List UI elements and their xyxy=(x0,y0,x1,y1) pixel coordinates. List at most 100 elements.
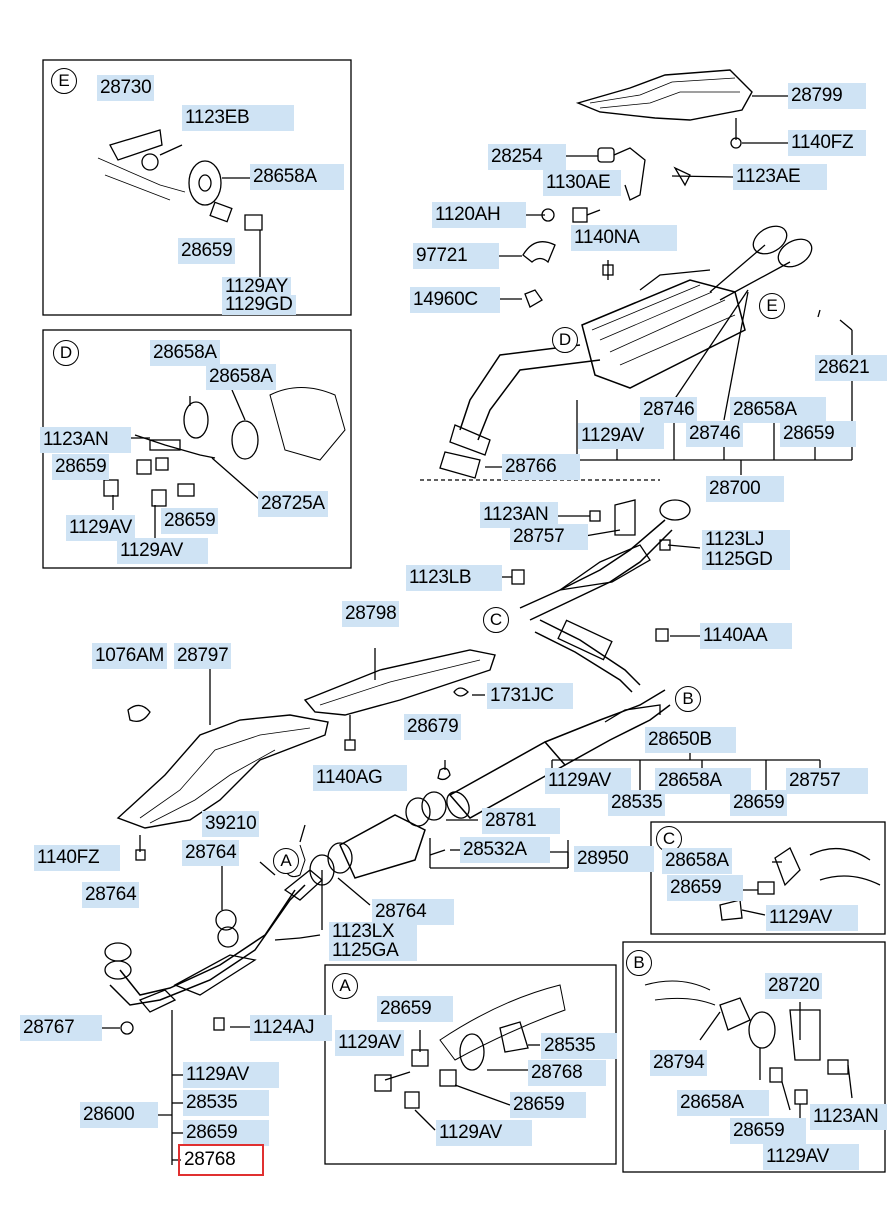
part-label[interactable]: 1129AV xyxy=(183,1062,279,1088)
catalytic-converter xyxy=(339,814,426,879)
part-label[interactable]: 97721 xyxy=(413,243,499,269)
section-marker-a: A xyxy=(332,973,358,999)
part-label[interactable]: 28658A xyxy=(655,768,751,794)
part-label[interactable]: 28535 xyxy=(183,1090,269,1116)
section-marker-c-main: C xyxy=(483,607,509,633)
part-label[interactable]: 28950 xyxy=(574,846,654,872)
part-label[interactable]: 1123LB xyxy=(406,565,502,591)
part-label[interactable]: 28658A xyxy=(150,340,220,366)
part-label[interactable]: 1129AY xyxy=(222,277,291,297)
part-label[interactable]: 28767 xyxy=(20,1015,102,1041)
part-label[interactable]: 28798 xyxy=(342,601,400,627)
part-label[interactable]: 28659 xyxy=(510,1092,586,1118)
part-label[interactable]: 1123AN xyxy=(40,427,131,453)
part-label[interactable]: 1123AN xyxy=(480,502,558,528)
section-marker-b: B xyxy=(626,950,652,976)
part-label[interactable]: 28766 xyxy=(502,454,580,480)
part-label[interactable]: 28659 xyxy=(183,1120,269,1146)
part-label[interactable]: 1140FZ xyxy=(34,845,120,871)
part-label[interactable]: 28764 xyxy=(82,882,140,908)
part-label[interactable]: 28532A xyxy=(460,837,550,863)
section-marker-e: E xyxy=(51,68,77,94)
part-label[interactable]: 1129AV xyxy=(545,768,631,794)
part-label[interactable]: 1129GD xyxy=(222,295,296,315)
heat-shield-28798 xyxy=(303,649,496,716)
part-label[interactable]: 14960C xyxy=(410,287,500,313)
part-label[interactable]: 1130AE xyxy=(543,170,621,196)
part-label[interactable]: 28659 xyxy=(667,875,743,901)
part-label[interactable]: 28254 xyxy=(488,144,566,170)
part-label[interactable]: 1129AV xyxy=(578,423,664,449)
part-label[interactable]: 1129AV xyxy=(117,538,208,564)
part-label[interactable]: 28746 xyxy=(686,421,744,447)
part-label[interactable]: 28768 xyxy=(528,1060,606,1086)
part-label[interactable]: 28746 xyxy=(640,397,698,423)
part-label[interactable]: 28797 xyxy=(174,643,232,669)
part-label[interactable]: 28659 xyxy=(161,508,219,534)
part-label[interactable]: 1123AN xyxy=(810,1104,887,1130)
part-label[interactable]: 28535 xyxy=(608,790,666,816)
part-label[interactable]: 28781 xyxy=(482,808,560,834)
part-label[interactable]: 39210 xyxy=(202,811,260,837)
part-label[interactable]: 28535 xyxy=(541,1033,617,1059)
part-label[interactable]: 28725A xyxy=(258,491,328,517)
heat-shield-28797 xyxy=(116,714,329,829)
detail-box-e xyxy=(42,59,352,316)
section-marker-b-main: B xyxy=(675,686,701,712)
part-label[interactable]: 28658A xyxy=(730,397,826,423)
part-label[interactable]: 1140NA xyxy=(571,225,677,251)
part-label[interactable]: 28658A xyxy=(250,164,344,190)
part-label[interactable]: 1129AV xyxy=(66,515,135,541)
heat-shield-28799 xyxy=(575,69,753,121)
part-label[interactable]: 1140AG xyxy=(313,765,407,791)
part-label[interactable]: 28659 xyxy=(780,421,856,447)
front-pipe xyxy=(109,884,306,1006)
part-label[interactable]: 28799 xyxy=(788,83,866,109)
part-label[interactable]: 1129AV xyxy=(436,1120,532,1146)
part-label[interactable]: 28650B xyxy=(645,727,736,753)
part-label[interactable]: 1120AH xyxy=(432,202,526,228)
part-label[interactable]: 1129AV xyxy=(763,1144,859,1170)
part-label[interactable]: 1124AJ xyxy=(250,1015,332,1041)
part-label[interactable]: 1123AE xyxy=(733,164,827,190)
part-label[interactable]: 28658A xyxy=(662,848,732,874)
part-label[interactable]: 28764 xyxy=(182,840,240,866)
part-label[interactable]: 28679 xyxy=(404,714,462,740)
part-label[interactable]: 28658A xyxy=(677,1090,769,1116)
part-label[interactable]: 28659 xyxy=(52,454,110,480)
part-label[interactable]: 1123EB xyxy=(182,105,294,131)
part-label[interactable]: 1129AV xyxy=(335,1030,404,1056)
part-label[interactable]: 1125GD xyxy=(702,550,790,570)
part-label[interactable]: 28757 xyxy=(786,768,868,794)
part-label[interactable]: 28730 xyxy=(97,75,155,101)
center-pipe xyxy=(519,519,666,609)
part-label[interactable]: 1140AA xyxy=(700,623,792,649)
part-label[interactable]: 28659 xyxy=(730,790,788,816)
part-label[interactable]: 28700 xyxy=(706,476,784,502)
part-label[interactable]: 28600 xyxy=(80,1102,158,1128)
detail-box-a xyxy=(324,964,617,1165)
part-label[interactable]: 28764 xyxy=(372,899,454,925)
part-label[interactable]: 28720 xyxy=(765,973,823,999)
part-label[interactable]: 1125GA xyxy=(329,941,417,961)
section-marker-d: D xyxy=(53,340,79,366)
part-label[interactable]: 1123LX xyxy=(329,922,417,942)
section-marker-d-main: D xyxy=(552,327,578,353)
part-label[interactable]: 1129AV xyxy=(766,905,858,931)
part-label-highlighted[interactable]: 28768 xyxy=(178,1144,264,1176)
part-label[interactable]: 28659 xyxy=(178,238,236,264)
section-marker-c: C xyxy=(656,826,682,852)
part-label[interactable]: 28658A xyxy=(206,364,276,390)
part-label[interactable]: 28794 xyxy=(650,1050,708,1076)
part-label[interactable]: 1731JC xyxy=(487,683,573,709)
rear-muffler xyxy=(581,279,746,389)
part-label[interactable]: 1123LJ xyxy=(702,530,790,550)
part-label[interactable]: 1140FZ xyxy=(788,130,866,156)
part-label[interactable]: 28659 xyxy=(730,1118,806,1144)
part-label[interactable]: 28621 xyxy=(815,355,887,381)
part-label[interactable]: 28757 xyxy=(510,524,588,550)
part-label[interactable]: 1076AM xyxy=(92,643,167,669)
detail-box-c xyxy=(650,821,886,935)
part-label[interactable]: 28659 xyxy=(377,996,453,1022)
